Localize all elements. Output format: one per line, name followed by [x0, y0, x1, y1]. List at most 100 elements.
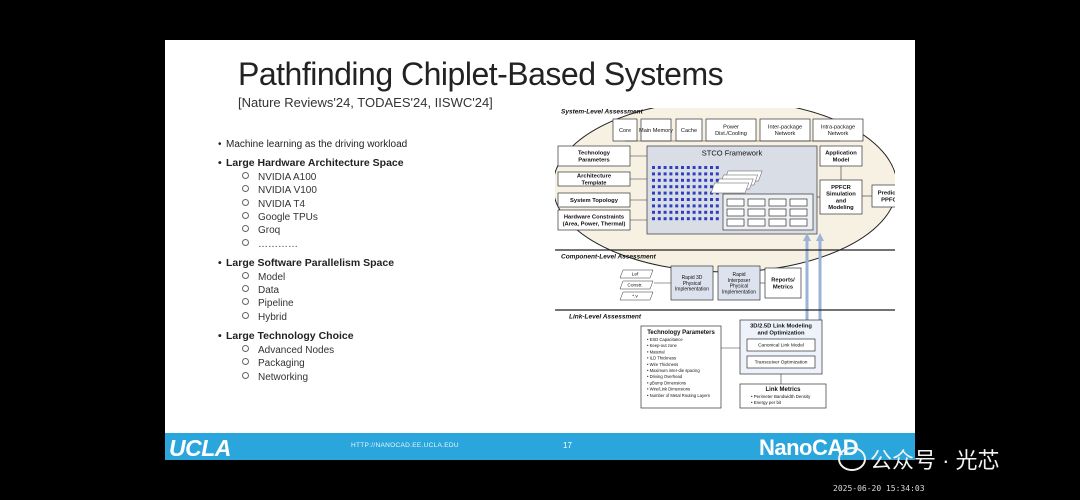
grid-node — [681, 172, 684, 176]
sub-bullet-text: NVIDIA T4 — [258, 198, 306, 210]
slide-subtitle: [Nature Reviews'24, TODAES'24, IISWC'24] — [238, 95, 493, 110]
sub-bullet-text: NVIDIA V100 — [258, 185, 317, 197]
predicted-ppfcr-label: PPFCR — [881, 197, 895, 203]
grid-node — [663, 185, 667, 189]
bullet-text: Large Hardware Architecture Space — [226, 157, 404, 170]
grid-node — [657, 210, 661, 214]
input-box-label: Architecture — [577, 174, 612, 180]
sub-bullet-item: NVIDIA T4 — [218, 198, 407, 211]
slide-footer: UCLA HTTP://NANOCAD.EE.UCLA.EDU 17 NanoC… — [165, 433, 915, 460]
grid-node — [663, 204, 667, 208]
bullet-dot: • — [218, 257, 222, 270]
grid-node — [698, 210, 702, 214]
grid-node — [681, 178, 684, 182]
link-modeling-label: and Optimization — [757, 330, 804, 336]
top-component-label: Dist./Cooling — [715, 131, 747, 137]
ring-bullet-icon — [242, 344, 249, 352]
compute-tile — [789, 218, 808, 227]
bullet-dot: • — [218, 157, 222, 170]
compute-tile — [747, 198, 766, 207]
ring-bullet-icon — [242, 225, 249, 233]
sub-bullet-item: Data — [218, 284, 407, 297]
grid-node — [698, 178, 702, 182]
sub-bullet-item: Pipeline — [218, 297, 407, 310]
grid-node — [675, 204, 679, 208]
ppfcr-simulation-label: and — [836, 198, 847, 204]
grid-node — [675, 178, 679, 182]
grid-node — [692, 166, 696, 169]
wechat-icon — [838, 447, 866, 471]
grid-node — [657, 198, 661, 201]
ring-bullet-icon — [242, 238, 249, 246]
technology-parameter-item: • Driving Overhead — [647, 374, 683, 379]
grid-node — [663, 210, 667, 214]
grid-node — [652, 178, 655, 182]
grid-node — [686, 172, 690, 176]
sub-bullet-text: Networking — [258, 371, 309, 383]
compute-tile — [726, 218, 745, 227]
sub-bullet-text: Groq — [258, 225, 281, 237]
grid-node — [692, 191, 696, 195]
rapid-3d-box — [670, 265, 714, 301]
reports-label: Reports/ — [771, 278, 795, 284]
page-number: 17 — [563, 441, 572, 450]
grid-node — [692, 217, 696, 221]
input-file-shape — [619, 291, 654, 301]
grid-node — [686, 166, 690, 169]
ppfcr-simulation-label: Modeling — [828, 205, 854, 211]
grid-node — [715, 172, 719, 176]
grid-node — [715, 178, 719, 182]
arrowhead — [803, 233, 811, 241]
grid-node — [704, 178, 708, 182]
top-component-label: Inter-package — [768, 125, 802, 131]
grid-node — [715, 217, 719, 221]
grid-node — [698, 217, 702, 221]
bullet-item: • Large Hardware Architecture Space — [218, 157, 407, 170]
bullet-item: •Machine learning as the driving workloa… — [218, 138, 407, 151]
grid-node — [675, 172, 679, 176]
bullet-dot: • — [218, 330, 222, 343]
technology-parameter-item: • ILD Thickness — [647, 356, 676, 361]
presentation-slide: Pathfinding Chiplet-Based Systems [Natur… — [165, 40, 915, 460]
grid-node — [686, 217, 690, 221]
ring-bullet-icon — [242, 185, 249, 193]
sub-bullet-text: Data — [258, 285, 280, 297]
chiplet-layer — [710, 182, 750, 194]
ring-bullet-icon — [242, 271, 249, 279]
grid-node — [686, 204, 690, 208]
grid-node — [669, 191, 673, 195]
technology-parameters-title: Technology Parameters — [647, 330, 715, 336]
ring-bullet-icon — [242, 285, 249, 293]
grid-node — [669, 178, 673, 182]
sub-bullet-item: Groq — [218, 224, 407, 237]
technology-parameter-item: • Material — [647, 349, 665, 354]
grid-node — [698, 166, 702, 169]
application-model-label: Application — [825, 151, 857, 157]
sub-bullet-item: NVIDIA A100 — [218, 171, 407, 184]
top-component-label: Cache — [681, 128, 697, 134]
link-metrics-title: Link Metrics — [765, 387, 801, 393]
ring-bullet-icon — [242, 298, 249, 306]
ucla-logo: UCLA — [169, 435, 231, 460]
rapid-interposer-label: Interposer — [728, 278, 751, 284]
grid-node — [657, 217, 661, 221]
grid-node — [652, 210, 655, 214]
sub-bullet-item: Networking — [218, 371, 407, 384]
sub-bullet-text: Hybrid — [258, 311, 287, 323]
grid-node — [652, 191, 655, 195]
grid-node — [686, 178, 690, 182]
wechat-watermark: 公众号 · 光芯 — [838, 443, 1000, 475]
grid-node — [675, 210, 679, 214]
technology-parameter-item: • ESD Capacitance — [647, 337, 683, 342]
ring-bullet-icon — [242, 212, 249, 220]
canonical-link-box — [746, 338, 816, 352]
grid-node — [681, 210, 684, 214]
grid-node — [715, 166, 719, 169]
rapid-interposer-box — [717, 265, 761, 301]
grid-node — [704, 204, 708, 208]
grid-node — [710, 172, 713, 176]
grid-node — [698, 172, 702, 176]
grid-node — [663, 166, 667, 169]
grid-node — [704, 210, 708, 214]
